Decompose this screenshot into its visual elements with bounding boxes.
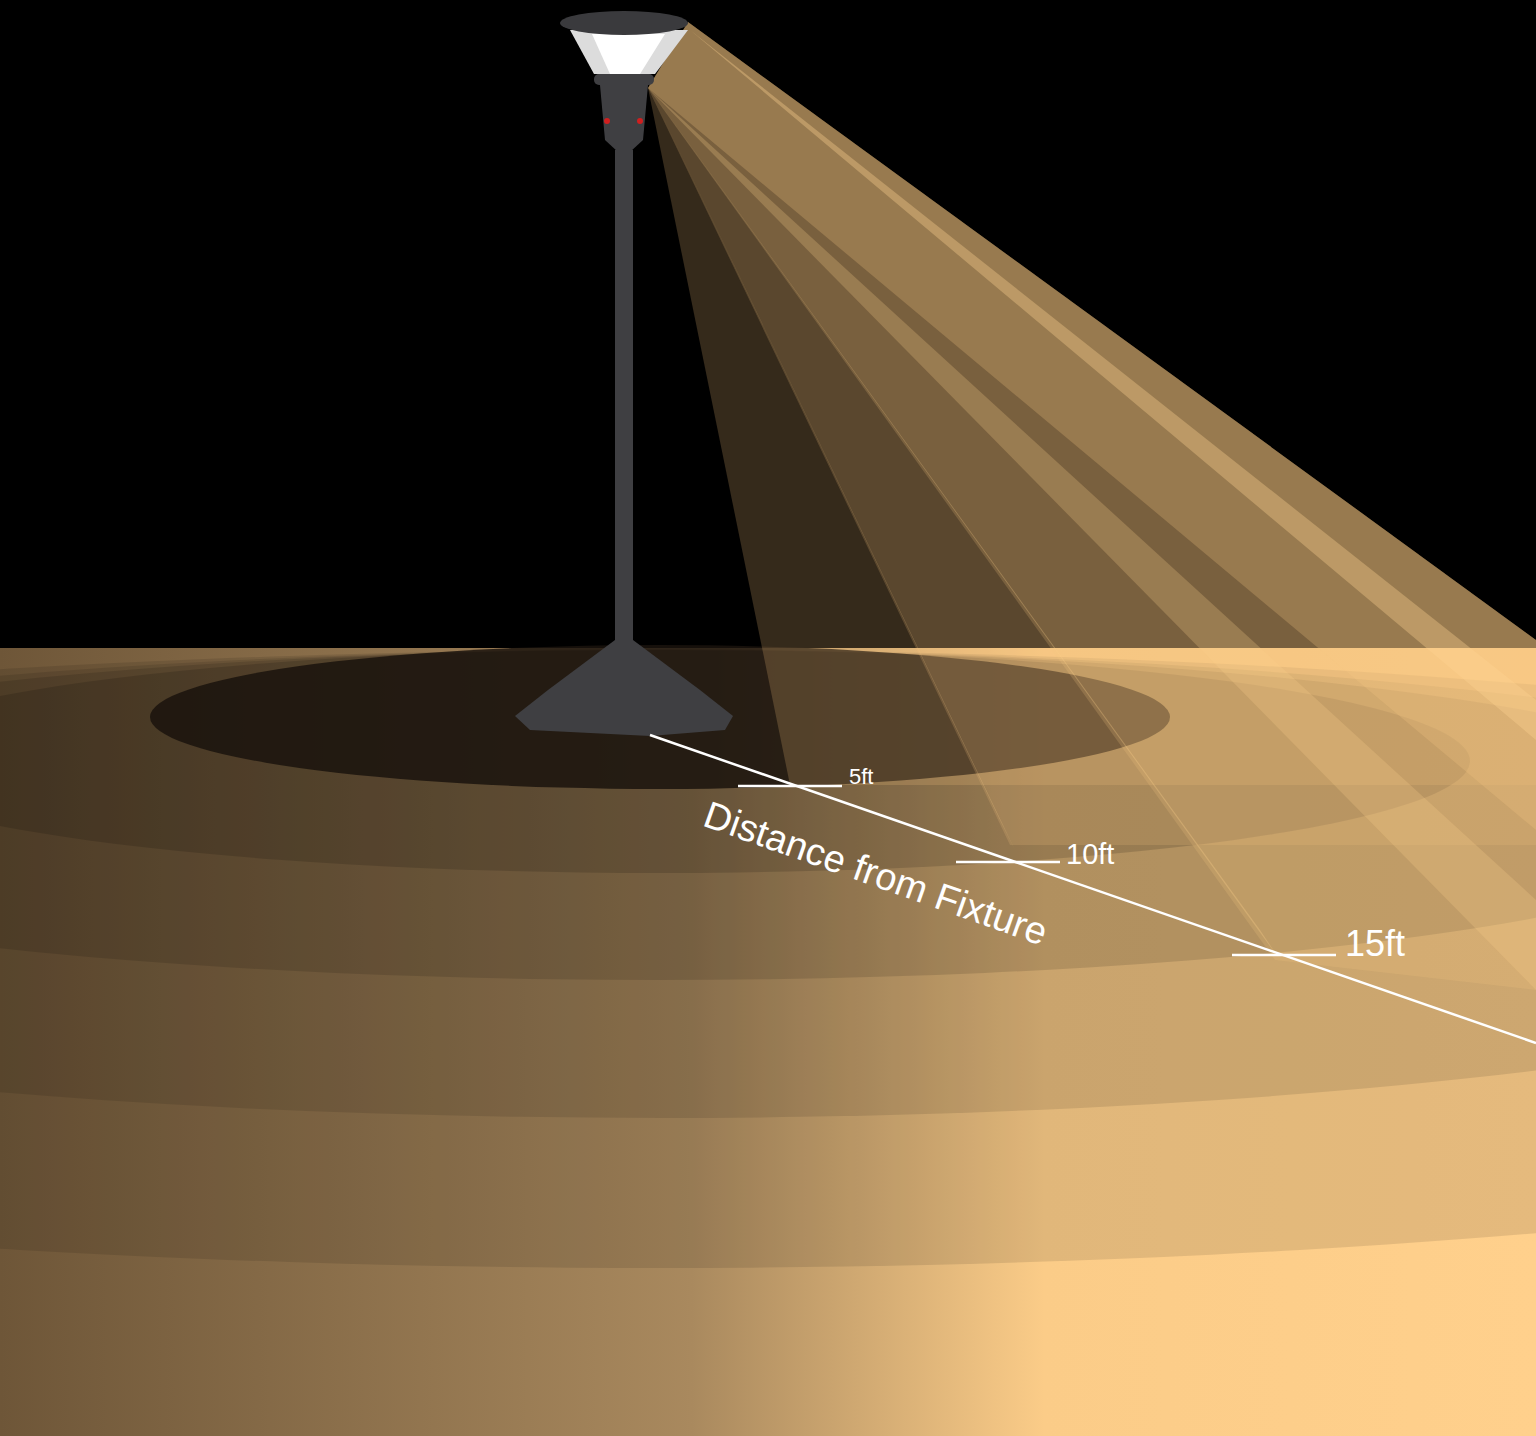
distance-scale: [650, 735, 1536, 1043]
light-beams: [648, 22, 1536, 990]
dimension-label: 5ft: [849, 766, 873, 788]
lamp-post: [515, 11, 733, 736]
dimension-label: 15ft: [1345, 926, 1405, 962]
dimension-label: 10ft: [1066, 840, 1114, 869]
